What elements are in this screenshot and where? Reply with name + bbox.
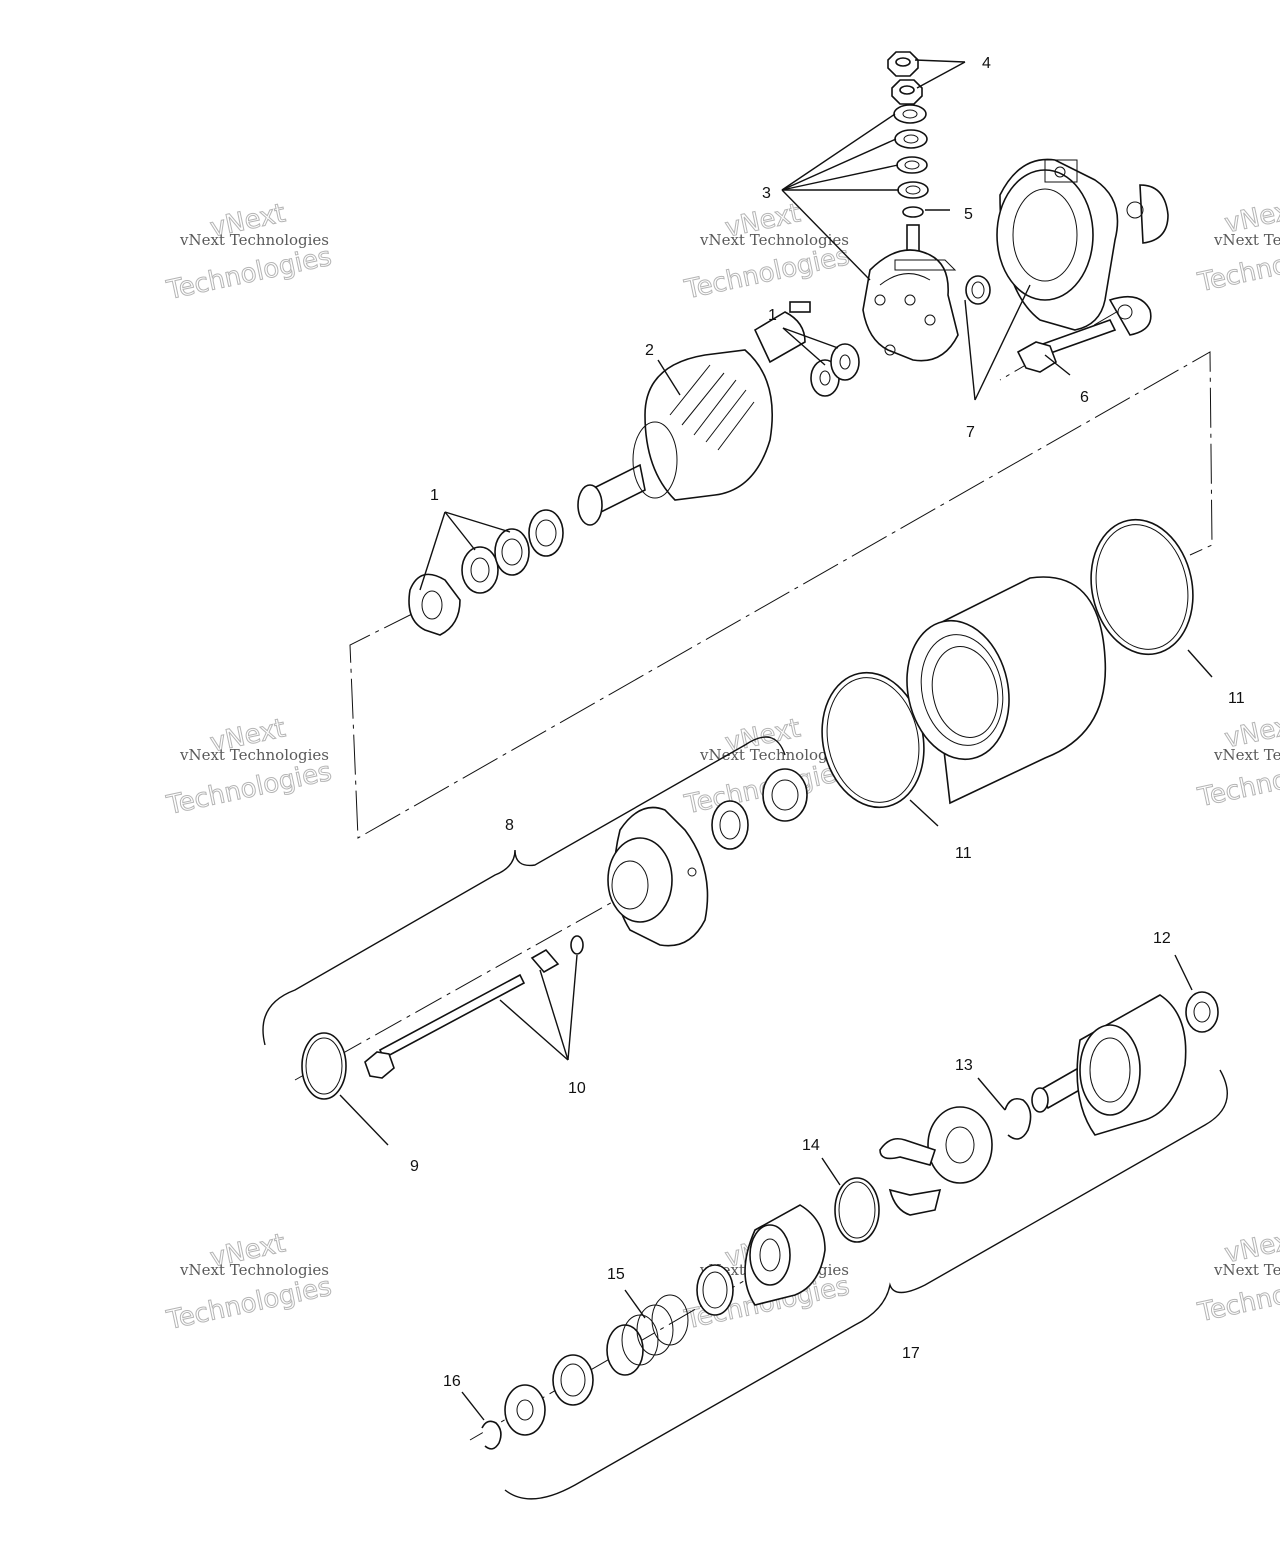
callout-labels: 4 3 5 1 2 6 7 1 11 8 11 12 13 10 14 9 15…: [410, 55, 1245, 1390]
part-1-washers-upper: [810, 343, 860, 397]
front-cover: [607, 806, 709, 947]
part-5-o-ring: [902, 206, 924, 218]
callout-7: 7: [966, 424, 975, 441]
callout-1-lower: 1: [430, 487, 439, 504]
callout-9: 9: [410, 1158, 419, 1175]
part-14-ring: [834, 1177, 880, 1243]
callout-4: 4: [982, 55, 991, 72]
watermark-low-right: vNext vNext Technologies Technologies: [1194, 1224, 1280, 1329]
part-7-end-cover: [996, 158, 1169, 336]
svg-text:Technologies: Technologies: [682, 241, 853, 305]
thrust-washer: [927, 1106, 993, 1184]
part-16-snap-ring: [481, 1420, 502, 1450]
svg-text:Technologies: Technologies: [164, 242, 335, 306]
watermark-mid-right: vNext vNext Technologies Technologies: [1194, 709, 1280, 814]
svg-text:vNext Technologies: vNext Technologies: [179, 231, 329, 249]
watermark-top-center: vNext vNext Technologies Technologies: [681, 198, 853, 306]
yoke-housing: [906, 576, 1107, 805]
watermark-top-left: vNext vNext Technologies Technologies: [163, 198, 335, 307]
callout-13: 13: [955, 1057, 973, 1074]
svg-text:vNext Technologies: vNext Technologies: [179, 1261, 329, 1279]
watermark-top-right: vNext vNext Technologies Technologies: [1194, 194, 1280, 299]
part-3-washers: [893, 104, 929, 199]
part-13-clip: [1004, 1097, 1032, 1140]
pinion-gear: [744, 1204, 826, 1306]
part-4-nuts: [887, 51, 923, 105]
callout-16: 16: [443, 1373, 461, 1390]
svg-text:Technologies: Technologies: [164, 1272, 335, 1336]
clutch-halves: [879, 1137, 942, 1216]
callout-17: 17: [902, 1345, 920, 1362]
svg-text:Technologies: Technologies: [164, 757, 335, 821]
ball-bearing: [762, 768, 808, 822]
brush-holder-plate: [862, 224, 959, 362]
callout-8: 8: [505, 817, 514, 834]
part-15-spring: [606, 1294, 689, 1376]
needle-bearing: [711, 800, 749, 850]
brace-17: [504, 1069, 1228, 1500]
part-1-washers-lower: [408, 509, 564, 636]
callout-3: 3: [762, 185, 771, 202]
sleeve: [696, 1264, 734, 1316]
callout-11-right: 11: [1228, 690, 1245, 707]
callout-2: 2: [645, 342, 654, 359]
watermark-mid-left: vNext vNext Technologies Technologies: [163, 713, 335, 822]
callout-5: 5: [964, 206, 973, 223]
svg-text:vNext Technologies: vNext Technologies: [1213, 1261, 1280, 1279]
callout-12: 12: [1153, 930, 1171, 947]
watermark-low-left: vNext vNext Technologies Technologies: [163, 1228, 335, 1337]
svg-text:vNext Technologies: vNext Technologies: [1213, 231, 1280, 249]
part-2-armature: [577, 301, 811, 526]
stopper-washer: [504, 1384, 546, 1436]
part-10-through-bolt: [364, 935, 584, 1079]
part-12-washer: [1185, 991, 1219, 1033]
stopper-collar: [552, 1354, 594, 1406]
callout-10: 10: [568, 1080, 586, 1097]
callout-15: 15: [607, 1266, 625, 1283]
leader-lines: [339, 59, 1213, 1421]
svg-text:vNext Technologies: vNext Technologies: [1213, 746, 1280, 764]
callout-11-center: 11: [955, 845, 972, 862]
part-11-o-ring-upper: [1090, 518, 1194, 656]
svg-text:vNext Technologies: vNext Technologies: [179, 746, 329, 764]
bushing: [965, 275, 991, 305]
callout-6: 6: [1080, 389, 1089, 406]
brace-8: [262, 736, 786, 1046]
callout-1-upper: 1: [768, 307, 777, 324]
reduction-gear-shaft: [1031, 994, 1187, 1136]
part-9-o-ring: [301, 1032, 347, 1100]
part-6-bolt: [1016, 319, 1117, 373]
svg-text:vNext Technologies: vNext Technologies: [699, 231, 849, 249]
callout-14: 14: [802, 1137, 820, 1154]
